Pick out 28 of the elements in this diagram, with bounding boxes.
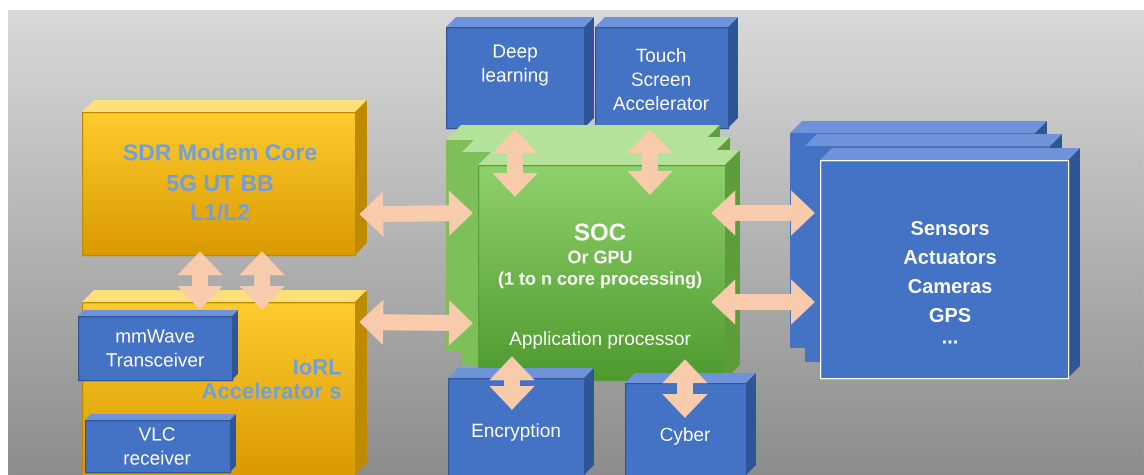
module-block	[78, 310, 238, 382]
module-block	[85, 414, 236, 474]
box-label: IoRL Accelerator s	[202, 359, 341, 399]
module-block	[446, 17, 594, 130]
box-label: 5G UT BB	[167, 174, 273, 192]
module-block	[595, 17, 738, 130]
box-label: VLC receiver	[124, 427, 191, 465]
box-label: (1 to n core processing)	[498, 271, 702, 289]
box-label: Cyber	[660, 427, 711, 445]
box-label: ...	[943, 340, 957, 344]
box-label: Sensors	[911, 220, 989, 236]
box-label: SDR Modem Core	[123, 143, 317, 161]
box-label: Touch Screen Accelerator	[613, 48, 709, 110]
box-label: mmWave Transceiver	[106, 329, 204, 367]
box-label: Application processor	[509, 331, 691, 349]
box-label: Cameras	[908, 278, 992, 294]
module-block	[820, 148, 1080, 380]
box-label: Deep learning	[482, 44, 548, 86]
processor-block	[478, 150, 740, 382]
module-block	[82, 100, 367, 257]
box-label: GPS	[929, 307, 971, 323]
module-block	[625, 373, 756, 475]
box-label: SOC	[574, 223, 626, 241]
box-label: Actuators	[903, 250, 996, 264]
box-label: Or GPU	[568, 250, 632, 264]
module-block	[448, 368, 594, 475]
box-label: Encryption	[472, 423, 560, 441]
box-label: L1/L2	[191, 203, 250, 221]
